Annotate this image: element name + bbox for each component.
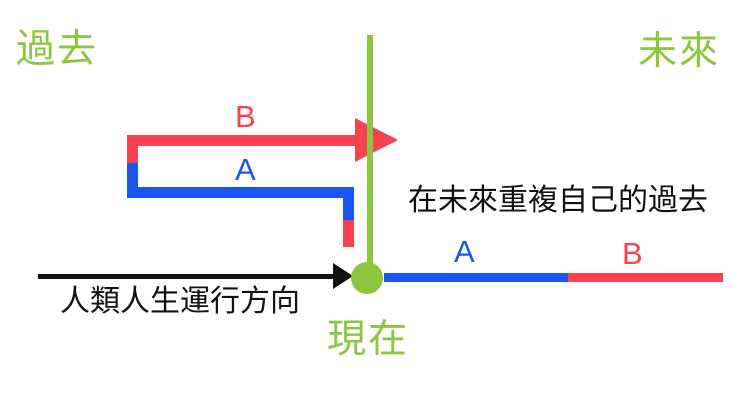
- present-dot: [351, 262, 383, 294]
- loop-label-b: B: [235, 99, 256, 134]
- loop-left-segment-red: [127, 135, 138, 163]
- past-label: 過去: [16, 28, 99, 71]
- timeline-segment-b: [568, 273, 723, 282]
- loop-left-segment-blue: [127, 163, 138, 198]
- loop-right-segment-red: [343, 220, 354, 247]
- caption-text: 在未來重複自己的過去: [408, 184, 708, 217]
- timeline-label-b: B: [622, 236, 643, 271]
- loop-line-b: [127, 135, 358, 146]
- present-timeline-line: [367, 35, 373, 280]
- future-label: 未來: [638, 30, 721, 73]
- loop-line-a: [127, 187, 354, 198]
- timeline-label-a: A: [454, 234, 475, 269]
- loop-label-a: A: [235, 152, 256, 187]
- life-direction-label: 人類人生運行方向: [60, 285, 300, 318]
- timeline-segment-a: [384, 273, 568, 282]
- loop-right-segment-blue: [343, 187, 354, 220]
- life-direction-arrow-head-icon: [333, 263, 353, 289]
- loop-arrow-head-icon: [355, 118, 398, 162]
- now-label: 現在: [327, 318, 410, 361]
- life-direction-arrow-line: [38, 274, 333, 279]
